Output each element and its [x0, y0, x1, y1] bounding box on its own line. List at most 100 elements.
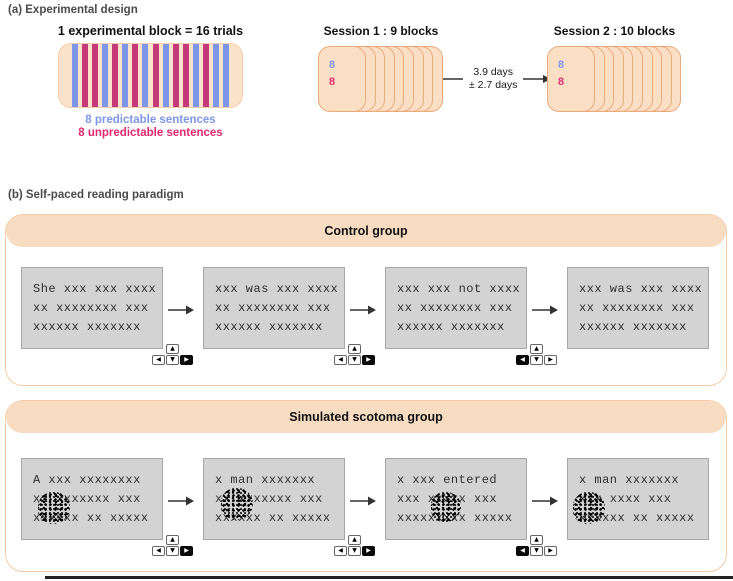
section-b-label: (b) Self-paced reading paradigm [8, 189, 184, 201]
session-2-title: Session 2 : 10 blocks [553, 24, 676, 38]
screen-text-line: xxxxxxxxx xxxxx [397, 511, 513, 525]
down-key-icon: ▼ [166, 355, 179, 365]
next-arrow-icon [349, 494, 377, 506]
interval-text: 3.9 days ± 2.7 days [469, 66, 517, 92]
trial-stripe-pink [182, 44, 189, 107]
reading-screen: xxx was xxx xxxx xx xxxxxxxx xxx xxxxxx xx… [567, 267, 709, 349]
right-key-icon: ▶ [180, 355, 193, 365]
screen-text-line: xx xxxxxxxx xxx [215, 301, 331, 315]
right-key-icon: ▶ [362, 355, 375, 365]
screen-text-line: xxxxxx xxxxxxx [579, 320, 687, 334]
trial-stripe-pink [152, 44, 159, 107]
next-arrow-icon [167, 303, 195, 315]
arrow-keys-icon: ▲◀▼▶ [516, 535, 557, 556]
trial-stripe-pink [92, 44, 99, 107]
down-key-icon: ▼ [530, 546, 543, 556]
next-arrow-icon [167, 494, 195, 506]
up-key-icon: ▲ [530, 344, 543, 354]
unpredictable-count: 8 [558, 76, 565, 88]
screen-text-line: xx xxxxxxxx xxx [397, 301, 513, 315]
right-key-icon: ▶ [362, 546, 375, 556]
screen-text-line: xxxxxx xxxxxxx [397, 320, 505, 334]
predictable-count: 8 [558, 59, 565, 71]
legend-unpredictable: 8 unpredictable sentences [78, 127, 223, 139]
screen-text-line: xxx was xxx xxxx [215, 282, 339, 296]
bottom-rule [45, 576, 733, 579]
screen-text-line: x man xxxxxxx [579, 473, 680, 487]
screen-text-line: x xxx entered [397, 473, 498, 487]
down-key-icon: ▼ [530, 355, 543, 365]
arrow-keys-icon: ▲◀▼▶ [334, 344, 375, 365]
scotoma-mask [431, 492, 461, 522]
trial-stripe-pink [132, 44, 139, 107]
left-key-icon: ◀ [152, 546, 165, 556]
interval-mean: 3.9 days [473, 66, 514, 78]
trial-stripe-pink [82, 44, 89, 107]
trial-stripe-pink [202, 44, 209, 107]
next-arrow-icon [531, 494, 559, 506]
section-a-label: (a) Experimental design [8, 4, 138, 16]
right-key-icon: ▶ [180, 546, 193, 556]
trial-stripe-blue [222, 44, 229, 107]
left-key-icon: ◀ [152, 355, 165, 365]
screen-text-line: A xxx xxxxxxxx [33, 473, 141, 487]
screen-text-line: xxx was xxx xxxx [579, 282, 703, 296]
group-header: Control group [6, 215, 726, 247]
down-key-icon: ▼ [166, 546, 179, 556]
trial-stripe-blue [162, 44, 169, 107]
arrow-keys-icon: ▲◀▼▶ [334, 535, 375, 556]
right-key-icon: ▶ [544, 355, 557, 365]
scotoma-mask [38, 492, 70, 524]
scotoma-mask [573, 492, 605, 524]
arrow-keys-icon: ▲◀▼▶ [516, 344, 557, 365]
interval-annotation: 3.9 days ± 2.7 days [434, 66, 552, 92]
screen-step-3: x xxx entered xxx xxxxx xxx xxxxxxxxx xxxx… [385, 458, 557, 562]
screen-text-line: xxx xxxxx xxx [397, 492, 498, 506]
scotoma-mask [221, 488, 253, 520]
block-title: 1 experimental block = 16 trials [57, 24, 244, 38]
reading-screen: x xxx entered xxx xxxxx xxx xxxxxxxxx xxxx… [385, 458, 527, 540]
trial-stripe-blue [122, 44, 129, 107]
screen-text-line: xx xxxxxxxx xxx [579, 301, 695, 315]
trial-stripe-pink [172, 44, 179, 107]
screen-text-line: x man xxxxxxx [215, 473, 316, 487]
group-title: Simulated scotoma group [289, 410, 443, 424]
screen-text-line: xxxxxx xxxxxxx [33, 320, 141, 334]
trial-stripe-blue [212, 44, 219, 107]
left-key-icon: ◀ [516, 355, 529, 365]
left-key-icon: ◀ [334, 355, 347, 365]
up-key-icon: ▲ [166, 535, 179, 545]
trial-stripe-blue [72, 44, 78, 107]
predictable-count: 8 [329, 59, 336, 71]
down-key-icon: ▼ [348, 355, 361, 365]
up-key-icon: ▲ [166, 344, 179, 354]
trial-stripe-blue [192, 44, 199, 107]
group-title: Control group [324, 224, 408, 238]
experimental-block: 1 experimental block = 16 trials 8 predi… [53, 24, 248, 139]
trial-stripe-blue [102, 44, 109, 107]
session-1-title: Session 1 : 9 blocks [323, 24, 439, 38]
up-key-icon: ▲ [348, 535, 361, 545]
interval-sd: ± 2.7 days [469, 79, 518, 91]
trial-stripe-blue [142, 44, 149, 107]
group-header: Simulated scotoma group [6, 401, 726, 433]
screen-step-4: xxx was xxx xxxx xx xxxxxxxx xxx xxxxxx xx… [567, 267, 709, 371]
legend-predictable: 8 predictable sentences [85, 114, 216, 126]
